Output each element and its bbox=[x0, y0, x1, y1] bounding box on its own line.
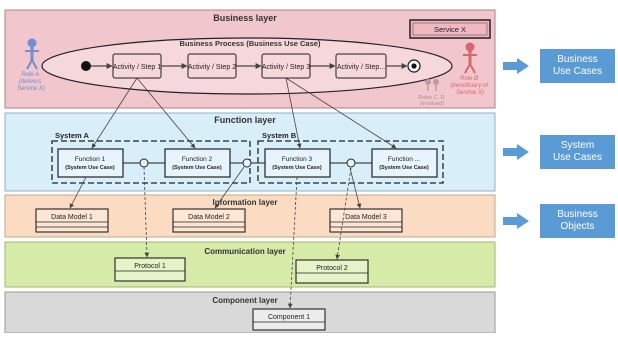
communication-layer-title: Communication layer bbox=[204, 247, 285, 256]
data-model-2-label: Data Model 2 bbox=[188, 214, 230, 221]
business-layer-title: Business layer bbox=[213, 13, 277, 23]
right-arrow-icon bbox=[503, 213, 529, 229]
function-layer-title: Function layer bbox=[214, 115, 276, 125]
data-model-3-box[interactable]: Data Model 3 bbox=[329, 208, 403, 233]
function-1-box[interactable]: Function 1 (System Use Case) bbox=[57, 148, 124, 178]
function-3-type: (System Use Case) bbox=[272, 165, 322, 171]
interface-icon bbox=[123, 158, 372, 168]
protocol-1-box[interactable]: Protocol 1 bbox=[114, 257, 186, 282]
role-b-actor-icon bbox=[463, 42, 477, 74]
process-start-node bbox=[81, 61, 91, 71]
activity-1[interactable]: Activity / Step 1 bbox=[112, 53, 162, 79]
protocol-1-label: Protocol 1 bbox=[134, 263, 166, 270]
right-arrow-icon bbox=[503, 58, 529, 74]
activity-4[interactable]: Activity / Step... bbox=[335, 53, 387, 79]
function-2-name: Function 2 bbox=[182, 156, 213, 163]
protocol-2-label: Protocol 2 bbox=[316, 265, 348, 272]
activity-1-line-1: Activity / Step 1 bbox=[113, 64, 161, 71]
business-process-title: Business Process (Business Use Case) bbox=[180, 39, 321, 48]
data-model-1-box[interactable]: Data Model 1 bbox=[35, 208, 109, 233]
role-a-label: Role A (delivers Service X) bbox=[17, 72, 45, 92]
function-2-box[interactable]: Function 2 (System Use Case) bbox=[164, 148, 231, 178]
component-1-box[interactable]: Component 1 bbox=[252, 308, 326, 331]
service-x-box[interactable]: Service X bbox=[409, 19, 491, 39]
roles-c-d-actor-icon bbox=[425, 79, 439, 91]
system-b-boundary bbox=[257, 140, 444, 184]
role-a-actor-icon bbox=[25, 38, 39, 70]
right-arrow-icon bbox=[503, 144, 529, 160]
function-1-name: Function 1 bbox=[75, 156, 106, 163]
function-4-box[interactable]: Function ... (System Use Case) bbox=[371, 148, 438, 178]
role-b-label: Role B (beneficiary of Service X) bbox=[450, 76, 489, 96]
function-4-name: Function ... bbox=[388, 156, 420, 163]
component-layer bbox=[4, 291, 496, 334]
data-model-2-box[interactable]: Data Model 2 bbox=[172, 208, 246, 233]
activity-2[interactable]: Activity / Step 2 bbox=[187, 53, 237, 79]
function-4-type: (System Use Case) bbox=[379, 165, 429, 171]
activity-3[interactable]: Activity / Step 3 bbox=[261, 53, 311, 79]
dependency-arrows bbox=[69, 77, 397, 309]
service-x-label: Service X bbox=[434, 25, 466, 34]
communication-layer bbox=[4, 241, 496, 288]
protocol-2-box[interactable]: Protocol 2 bbox=[295, 259, 369, 284]
system-a-label: System A bbox=[55, 131, 89, 140]
data-model-3-label: Data Model 3 bbox=[345, 214, 387, 221]
component-layer-title: Component layer bbox=[212, 296, 277, 305]
function-1-type: (System Use Case) bbox=[65, 165, 115, 171]
activity-2-label: Activity / Step 2 bbox=[188, 64, 236, 71]
function-3-box[interactable]: Function 3 (System Use Case) bbox=[264, 148, 331, 178]
function-3-name: Function 3 bbox=[282, 156, 313, 163]
activity-3-label: Activity / Step 3 bbox=[262, 64, 310, 71]
activity-4-label: Activity / Step... bbox=[337, 64, 385, 71]
data-model-1-label: Data Model 1 bbox=[51, 214, 93, 221]
component-1-label: Component 1 bbox=[268, 314, 310, 321]
roles-c-d-label: Roles C, D (involved) bbox=[418, 95, 446, 107]
system-b-label: System B bbox=[262, 131, 297, 140]
information-layer-title: Information layer bbox=[213, 198, 278, 207]
function-2-type: (System Use Case) bbox=[172, 165, 222, 171]
process-end-node-core bbox=[411, 63, 417, 69]
